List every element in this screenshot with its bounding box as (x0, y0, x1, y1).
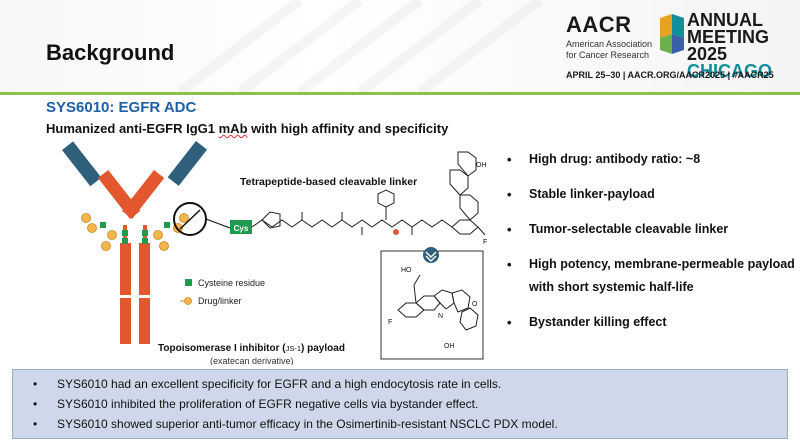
summary-item: SYS6010 had an excellent specificity for… (13, 374, 787, 394)
payload-title-a: Topoisomerase I inhibitor ( (158, 343, 286, 354)
atom-ho: HO (401, 267, 412, 274)
payload-title: Topoisomerase I inhibitor (JS-1) payload (158, 343, 345, 354)
released-payload-box (380, 250, 484, 360)
feature-item: Tumor-selectable cleavable linker (505, 218, 795, 241)
cube-logo-icon (660, 14, 684, 54)
header-divider (0, 92, 800, 95)
aacr-logo: AACR American Association for Cancer Res… (566, 10, 788, 82)
feature-list: High drug: antibody ratio: ~8 Stable lin… (505, 148, 795, 346)
summary-list: SYS6010 had an excellent specificity for… (13, 370, 787, 434)
adc-figure: Cys (40, 140, 490, 366)
payload-title-b: ) payload (301, 343, 345, 354)
logo-event-line2: MEETING (687, 27, 770, 47)
atom-oh: OH (476, 162, 487, 169)
linker-chain (251, 189, 453, 235)
logo-event-city: CHICAGO (687, 61, 772, 81)
subhead-after: with high affinity and specificity (247, 121, 449, 136)
cys-label: Cys (234, 224, 249, 233)
payload-structure (449, 151, 486, 236)
feature-item: Bystander killing effect (505, 311, 795, 334)
atom-f: F (483, 239, 487, 246)
subhead-mab: mAb (218, 121, 248, 136)
header-bar: Background AACR American Association for… (0, 0, 800, 92)
header-texture (176, 0, 544, 92)
payload-title-js: JS-1 (286, 344, 301, 353)
logo-footer: APRIL 25–30 | AACR.ORG/AACR2025 | #AACR2… (566, 70, 774, 80)
atom-oh-2: OH (444, 343, 455, 350)
chevron-badge (423, 247, 439, 263)
adc-diagram: Cys (62, 141, 487, 366)
cys-box (230, 220, 252, 234)
feature-item: High drug: antibody ratio: ~8 (505, 148, 795, 171)
atom-o: O (472, 301, 478, 308)
subhead-before: Humanized anti-EGFR IgG1 (46, 121, 219, 136)
legend-cysteine-swatch (185, 279, 192, 286)
logo-event-year: 2025 (687, 44, 728, 64)
atom-f-2: F (388, 319, 392, 326)
logo-event: ANNUAL MEETING 2025 CHICAGO (687, 10, 788, 81)
logo-event-line1: ANNUAL (687, 10, 763, 30)
section-subhead: Humanized anti-EGFR IgG1 mAb with high a… (46, 121, 448, 136)
legend-cysteine-label: Cysteine residue (198, 278, 265, 288)
summary-box: SYS6010 had an excellent specificity for… (12, 369, 788, 439)
linker-title: Tetrapeptide-based cleavable linker (240, 176, 417, 188)
released-payload-structure (397, 274, 479, 331)
cleavage-site-marker (393, 229, 399, 235)
summary-item: SYS6010 inhibited the proliferation of E… (13, 394, 787, 414)
feature-item: High potency, membrane-permeable payload… (505, 253, 795, 299)
legend-drug-label: Drug/linker (198, 296, 242, 306)
chevron-down-icon (425, 251, 437, 262)
feature-item: Stable linker-payload (505, 183, 795, 206)
logo-brand: AACR (566, 12, 632, 37)
logo-org: American Association for Cancer Research (566, 39, 653, 60)
atom-n: N (438, 313, 443, 320)
page-title: Background (46, 40, 175, 65)
section-subtitle: SYS6010: EGFR ADC (46, 99, 197, 116)
payload-subtitle: (exatecan derivative) (210, 356, 294, 365)
antibody-illustration (62, 141, 208, 344)
summary-item: SYS6010 showed superior anti-tumor effic… (13, 414, 787, 434)
logo-event-line3: 2025 CHICAGO (687, 44, 788, 81)
legend-drug-swatch (184, 297, 192, 305)
